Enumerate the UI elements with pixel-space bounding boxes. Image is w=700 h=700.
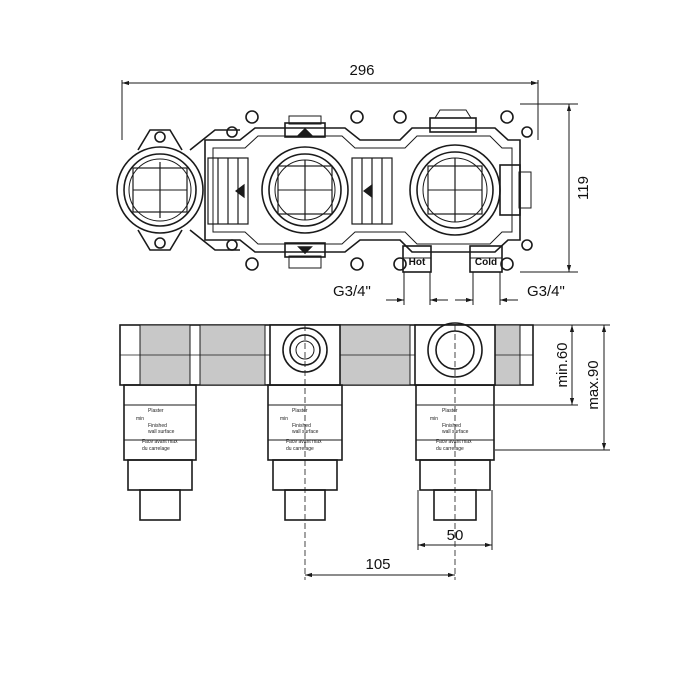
right-valve xyxy=(409,109,532,236)
body-width-label: 50 xyxy=(447,527,464,544)
height-label: 119 xyxy=(575,176,592,200)
dimension-min-depth xyxy=(495,324,610,406)
center-spacing-label: 105 xyxy=(365,556,390,573)
inlet-left-label: G3/4" xyxy=(333,283,371,300)
depth-marking-left: Plaster min Finished wall surface Face a… xyxy=(136,408,178,452)
svg-text:du carrelage: du carrelage xyxy=(142,446,170,452)
dimension-inlet-right xyxy=(455,272,518,305)
svg-text:du carrelage: du carrelage xyxy=(436,446,464,452)
frame-body xyxy=(204,110,533,271)
top-view xyxy=(116,80,578,305)
svg-text:Face avant max: Face avant max xyxy=(142,439,178,445)
inlet-hot xyxy=(402,245,432,273)
centre-lines xyxy=(304,325,456,580)
min-depth-label: min.60 xyxy=(554,342,571,387)
inlet-cold xyxy=(469,245,503,273)
svg-text:min: min xyxy=(136,416,144,422)
svg-text:Face avant max: Face avant max xyxy=(286,439,322,445)
svg-text:Face avant max: Face avant max xyxy=(436,439,472,445)
dimension-height xyxy=(520,103,578,273)
svg-text:wall surface: wall surface xyxy=(148,429,175,435)
dimension-max-depth xyxy=(495,325,610,451)
front-body xyxy=(119,324,534,386)
cold-port-label: Cold xyxy=(475,257,497,268)
svg-text:wall surface: wall surface xyxy=(442,429,469,435)
svg-text:Plaster: Plaster xyxy=(292,408,308,414)
inlet-right-label: G3/4" xyxy=(527,283,565,300)
max-depth-label: max.90 xyxy=(585,360,602,409)
depth-marking-center: Plaster min Finished wall surface Face a… xyxy=(280,408,322,452)
svg-text:Finished: Finished xyxy=(292,423,311,429)
center-valve xyxy=(261,115,349,269)
hot-port-label: Hot xyxy=(409,257,426,268)
dimension-body-width xyxy=(417,490,493,550)
svg-text:Finished: Finished xyxy=(148,423,167,429)
left-valve-outline xyxy=(116,129,240,251)
svg-text:Plaster: Plaster xyxy=(148,408,164,414)
svg-text:min: min xyxy=(280,416,288,422)
housing-left xyxy=(123,384,197,521)
svg-text:Plaster: Plaster xyxy=(442,408,458,414)
dimension-overall-width xyxy=(121,80,539,140)
dimension-inlet-left xyxy=(386,272,448,305)
svg-text:min: min xyxy=(430,416,438,422)
cartridge-slot-right xyxy=(351,157,393,225)
svg-text:wall surface: wall surface xyxy=(292,429,319,435)
front-view xyxy=(119,322,610,580)
overall-width-label: 296 xyxy=(349,62,374,79)
cartridge-slot-left xyxy=(207,157,249,225)
svg-text:du carrelage: du carrelage xyxy=(286,446,314,452)
svg-text:Finished: Finished xyxy=(442,423,461,429)
depth-marking-right: Plaster min Finished wall surface Face a… xyxy=(430,408,472,452)
